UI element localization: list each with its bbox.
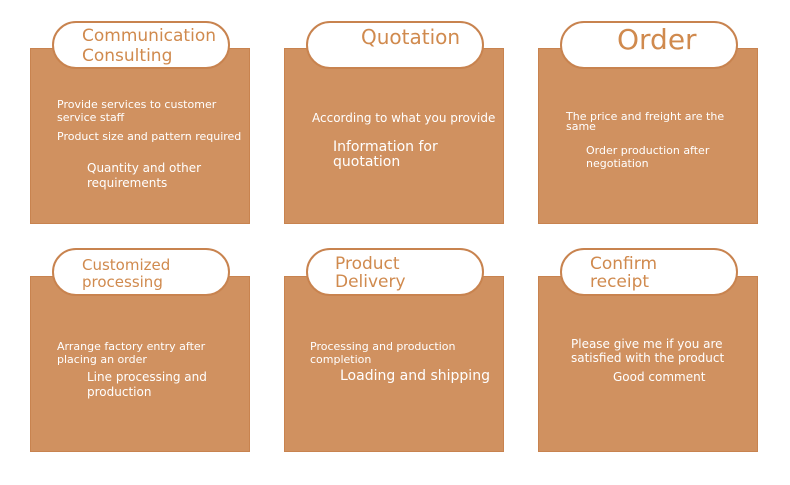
title-product-delivery-line1: Product	[335, 254, 400, 274]
card-order	[538, 48, 758, 224]
card-communication-consulting-line-3: Quantity and other requirements	[87, 161, 202, 190]
card-quotation	[284, 48, 504, 224]
card-confirm-receipt-line-1: Please give me if you are satisfied with…	[571, 337, 725, 365]
title-pill-confirm-receipt: Confirm receipt	[560, 248, 738, 296]
title-customized-processing-line1: Customized	[82, 256, 171, 274]
card-customized-processing-line-2: Line processing and production	[87, 370, 207, 399]
title-pill-product-delivery: Product Delivery	[306, 248, 484, 296]
card-customized-processing	[30, 276, 250, 452]
title-order: Order	[617, 23, 697, 56]
title-confirm-receipt-line2: receipt	[590, 272, 650, 292]
card-communication-consulting	[30, 48, 250, 224]
title-quotation: Quotation	[361, 25, 461, 49]
title-customized-processing-line2: processing	[82, 273, 163, 291]
card-quotation-line-1: According to what you provide	[312, 111, 496, 125]
title-pill-order: Order	[560, 21, 738, 69]
title-pill-customized-processing: Customized processing	[52, 248, 230, 296]
card-order-line-2: Order production after negotiation	[586, 144, 710, 170]
title-pill-communication-consulting: Communication Consulting	[52, 21, 230, 69]
card-order-line-1: The price and freight are the same	[566, 110, 725, 133]
title-confirm-receipt-line1: Confirm	[590, 254, 658, 274]
title-product-delivery-line2: Delivery	[335, 272, 406, 292]
card-product-delivery-line-1: Processing and production completion	[310, 340, 456, 366]
card-confirm-receipt	[538, 276, 758, 452]
title-pill-quotation: Quotation	[306, 21, 484, 69]
title-communication-consulting-line2: Consulting	[82, 46, 173, 66]
card-communication-consulting-line-1: Provide services to customer service sta…	[57, 98, 217, 124]
card-product-delivery	[284, 276, 504, 452]
title-communication-consulting-line1: Communication	[82, 26, 216, 46]
card-communication-consulting-line-2: Product size and pattern required	[57, 130, 242, 143]
card-quotation-line-2: Information for quotation	[333, 139, 438, 170]
card-product-delivery-line-2: Loading and shipping	[340, 368, 490, 384]
card-customized-processing-line-1: Arrange factory entry after placing an o…	[57, 340, 206, 366]
card-confirm-receipt-line-2: Good comment	[613, 370, 706, 384]
